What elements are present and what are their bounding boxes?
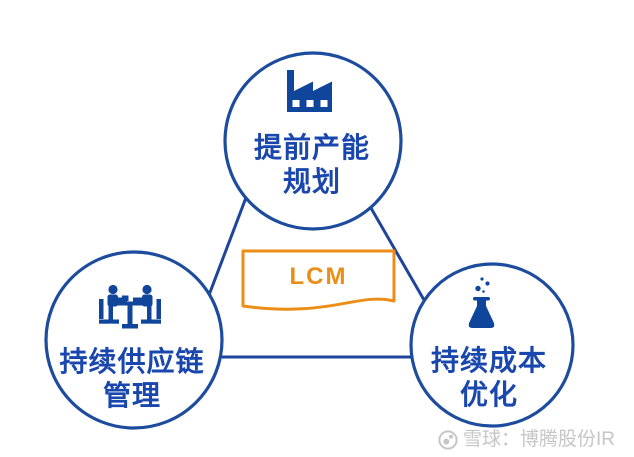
node-circle-supply bbox=[44, 250, 224, 430]
meeting-icon bbox=[99, 284, 161, 329]
watermark-text: 雪球：博腾股份IR bbox=[463, 429, 616, 450]
node-label-cost-line1: 持续成本 bbox=[430, 345, 548, 376]
node-label-capacity-line2: 规划 bbox=[282, 166, 342, 197]
node-label-cost: 持续成本 优化 bbox=[431, 344, 547, 412]
node-label-supply-line2: 管理 bbox=[102, 380, 162, 411]
node-label-cost-line2: 优化 bbox=[459, 379, 519, 410]
node-label-supply-line1: 持续供应链 bbox=[59, 346, 205, 377]
watermark: 雪球：博腾股份IR bbox=[438, 428, 615, 452]
node-label-capacity-line1: 提前产能 bbox=[253, 132, 371, 163]
node-label-supply: 持续供应链 管理 bbox=[59, 345, 204, 413]
factory-icon bbox=[287, 70, 332, 112]
flask-icon bbox=[468, 277, 495, 328]
lcm-banner bbox=[241, 249, 396, 311]
lcm-label: LCM bbox=[289, 263, 348, 290]
node-circle-capacity bbox=[223, 51, 403, 231]
node-circle-cost bbox=[409, 262, 575, 428]
xueqiu-logo bbox=[438, 430, 458, 450]
node-label-capacity: 提前产能 规划 bbox=[254, 131, 370, 199]
